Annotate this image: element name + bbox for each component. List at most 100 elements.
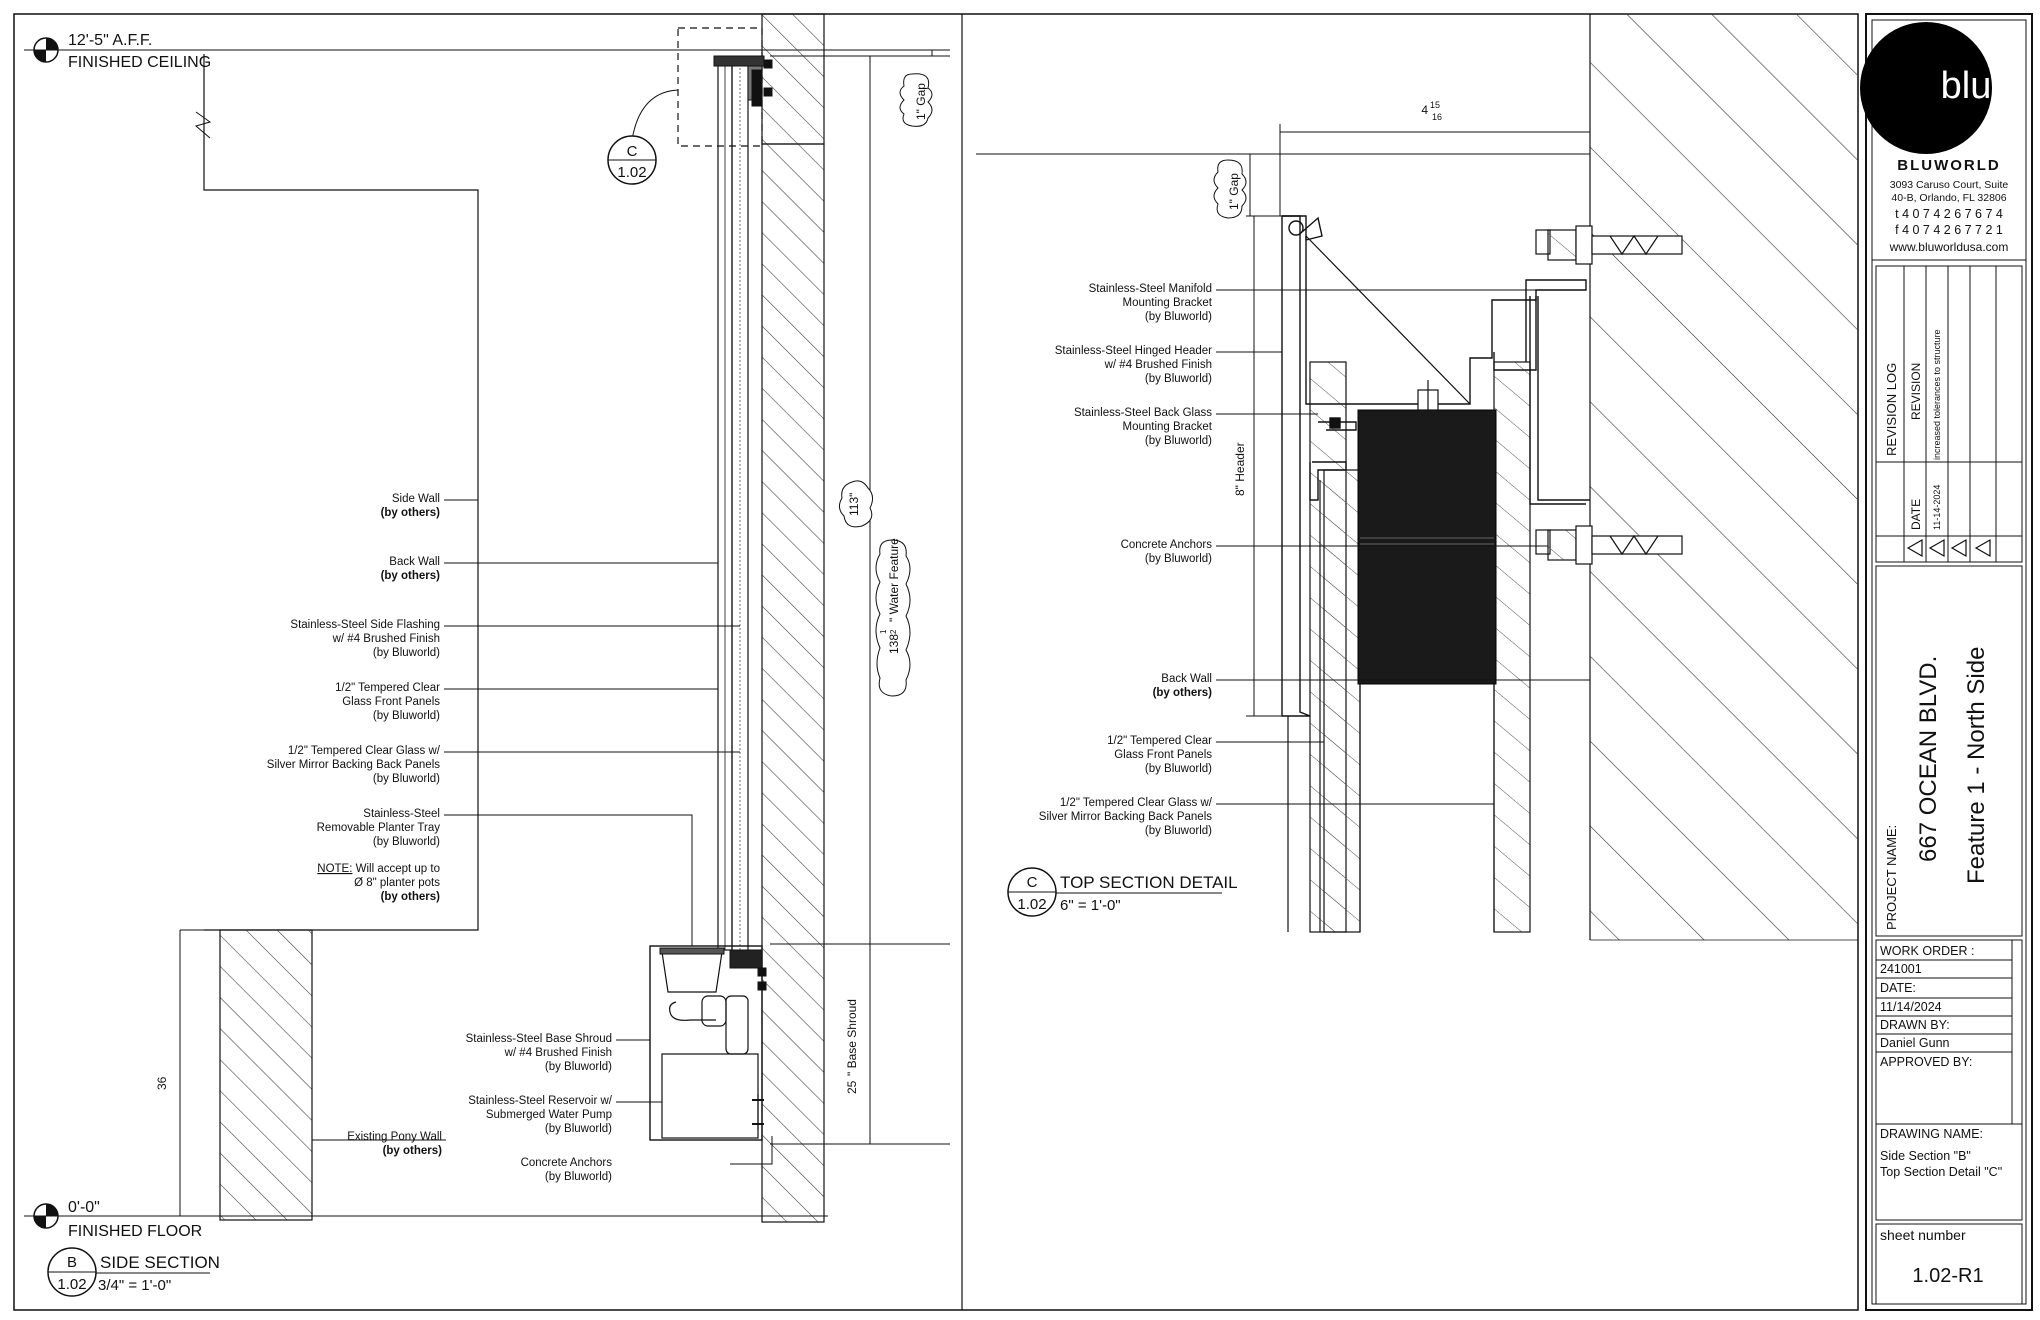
date-value: 11/14/2024 xyxy=(1880,1000,1942,1014)
dim-feature-whole: 138 xyxy=(887,634,901,654)
side-labels-5-line-2: (by Bluworld) xyxy=(373,836,440,848)
side-section-labels: Side Wall(by others)Back Wall(by others)… xyxy=(267,493,441,848)
website: www.bluworldusa.com xyxy=(1889,240,2009,254)
top-labels-5-line-0: 1/2" Tempered Clear xyxy=(1107,735,1212,747)
dim-gap-side: 1" Gap xyxy=(914,83,928,120)
callout-c-bubble xyxy=(607,135,657,185)
side-section-drawing: 12'-5" A.F.F. FINISHED CEILING C 1.02 xyxy=(24,13,950,1297)
floor-elevation: 0'-0" xyxy=(68,1199,100,1216)
sheet-number-label: sheet number xyxy=(1880,1227,1966,1243)
date-header: DATE xyxy=(1909,499,1923,530)
top-labels-5-line-1: Glass Front Panels xyxy=(1114,749,1212,761)
pony-label-2: (by others) xyxy=(383,1145,443,1157)
dim-top-whole: 4 xyxy=(1421,103,1428,117)
drawing-name-1: Side Section "B" xyxy=(1880,1149,1971,1163)
date-label: DATE: xyxy=(1880,981,1916,995)
manifold-block xyxy=(1357,409,1497,685)
top-labels-0-line-1: Mounting Bracket xyxy=(1123,297,1213,309)
pony-label-1: Existing Pony Wall xyxy=(347,1131,442,1143)
top-labels-2-line-0: Stainless-Steel Back Glass xyxy=(1074,407,1212,419)
dim-bubble-gap xyxy=(899,73,933,127)
base-shroud xyxy=(649,945,767,1141)
top-labels-3-line-0: Concrete Anchors xyxy=(1121,539,1213,551)
project-box xyxy=(1875,565,2023,937)
side-labels-2-line-1: w/ #4 Brushed Finish xyxy=(332,633,440,645)
dim-bubble-feature xyxy=(875,539,911,697)
callout-sheet: 1.02 xyxy=(617,164,646,181)
water-feature-panel xyxy=(713,55,773,953)
drawing-name-label: DRAWING NAME: xyxy=(1880,1127,1983,1141)
side-title-sheet: 1.02 xyxy=(57,1276,86,1293)
side-labels-1-line-0: Back Wall xyxy=(389,556,440,568)
dim-base-whole: 25 xyxy=(845,1080,859,1094)
dim-base-label: " Base Shroud xyxy=(845,999,859,1076)
address-1: 3093 Caruso Court, Suite xyxy=(1890,179,2009,191)
dim-feature-frac-den: 2 xyxy=(889,629,898,634)
dim-bubble-total xyxy=(838,480,874,528)
sheet-number: 1.02-R1 xyxy=(1912,1265,1983,1287)
pony-wall xyxy=(219,929,313,1221)
top-labels-5-line-2: (by Bluworld) xyxy=(1145,763,1212,775)
side-labels-4-line-1: Silver Mirror Backing Back Panels xyxy=(267,759,440,771)
note-line-1: Will accept up to xyxy=(352,863,440,875)
revision-date: 11-14-2024 xyxy=(1932,485,1942,530)
side-labels-2-line-2: (by Bluworld) xyxy=(373,647,440,659)
fax: f 4 0 7 4 2 6 7 7 2 1 xyxy=(1895,223,2003,237)
lower-labels-1-line-1: Submerged Water Pump xyxy=(486,1109,612,1121)
top-detail-drawing: 4 15 16 1" Gap 8" Header Stainless-Steel… xyxy=(976,14,1858,941)
top-leaders xyxy=(1216,289,1590,805)
structure-hatch xyxy=(1590,14,1858,940)
title-block: blu BLUWORLD 3093 Caruso Court, Suite 40… xyxy=(1860,22,2026,1305)
back-wall-upper xyxy=(761,13,825,145)
dim-top-den: 16 xyxy=(1432,112,1442,122)
dim-header: 8" Header xyxy=(1233,442,1247,496)
ceiling-elevation: 12'-5" A.F.F. xyxy=(68,32,152,49)
side-labels-0-line-1: (by others) xyxy=(381,507,441,519)
dim-feature-frac-num: 1 xyxy=(879,629,888,634)
note-prefix: NOTE: xyxy=(317,863,352,875)
lower-labels-0-line-2: (by Bluworld) xyxy=(545,1061,612,1073)
top-labels-4-line-0: Back Wall xyxy=(1161,673,1212,685)
note-line-2: Ø 8" planter pots xyxy=(354,877,440,889)
side-section-title: SIDE SECTION xyxy=(100,1253,220,1272)
work-order-value: 241001 xyxy=(1880,962,1922,976)
top-labels-2-line-1: Mounting Bracket xyxy=(1123,421,1213,433)
soffit-outline xyxy=(203,54,479,931)
logo-circle xyxy=(1860,22,1992,154)
top-labels-6-line-0: 1/2" Tempered Clear Glass w/ xyxy=(1060,797,1213,809)
manifold-bracket xyxy=(1493,229,1590,555)
callout-leader xyxy=(631,89,679,141)
back-glass-bracket xyxy=(1309,417,1357,501)
top-gap-bubble xyxy=(1213,159,1247,219)
top-labels-2-line-2: (by Bluworld) xyxy=(1145,435,1212,447)
lower-labels-2-line-0: Concrete Anchors xyxy=(521,1157,613,1169)
top-labels-6-line-1: Silver Mirror Backing Back Panels xyxy=(1039,811,1212,823)
logo-text: blu xyxy=(1941,65,1992,107)
dim-total: 113" xyxy=(847,493,861,516)
approved-by-label: APPROVED BY: xyxy=(1880,1055,1972,1069)
side-labels-3-line-0: 1/2" Tempered Clear xyxy=(335,682,440,694)
top-labels-0-line-0: Stainless-Steel Manifold xyxy=(1089,283,1212,295)
company-name: BLUWORLD xyxy=(1897,157,2000,174)
top-detail-scale: 6" = 1'-0" xyxy=(1060,897,1121,914)
side-leaders xyxy=(312,499,773,1165)
side-labels-5-line-0: Stainless-Steel xyxy=(363,808,440,820)
side-title-letter: B xyxy=(67,1254,77,1271)
note-planter: NOTE: Will accept up to Ø 8" planter pot… xyxy=(317,863,440,903)
side-labels-4-line-2: (by Bluworld) xyxy=(373,773,440,785)
drawing-name-2: Top Section Detail "C" xyxy=(1880,1165,2002,1179)
callout-letter: C xyxy=(627,143,638,160)
top-labels-1-line-2: (by Bluworld) xyxy=(1145,373,1212,385)
back-glass-strip-right xyxy=(1493,361,1531,933)
top-labels-4-line-1: (by others) xyxy=(1153,687,1213,699)
side-labels-5-line-1: Removable Planter Tray xyxy=(317,822,441,834)
revision-header: REVISION xyxy=(1909,363,1923,420)
break-line xyxy=(194,111,212,139)
top-detail-title-bubble xyxy=(1007,867,1057,917)
top-labels-1-line-0: Stainless-Steel Hinged Header xyxy=(1055,345,1212,357)
top-labels-3-line-1: (by Bluworld) xyxy=(1145,553,1212,565)
svg-text:NOTE: Will accept up to: NOTE: Will accept up to xyxy=(317,863,440,875)
side-section-scale: 3/4" = 1'-0" xyxy=(98,1277,171,1294)
